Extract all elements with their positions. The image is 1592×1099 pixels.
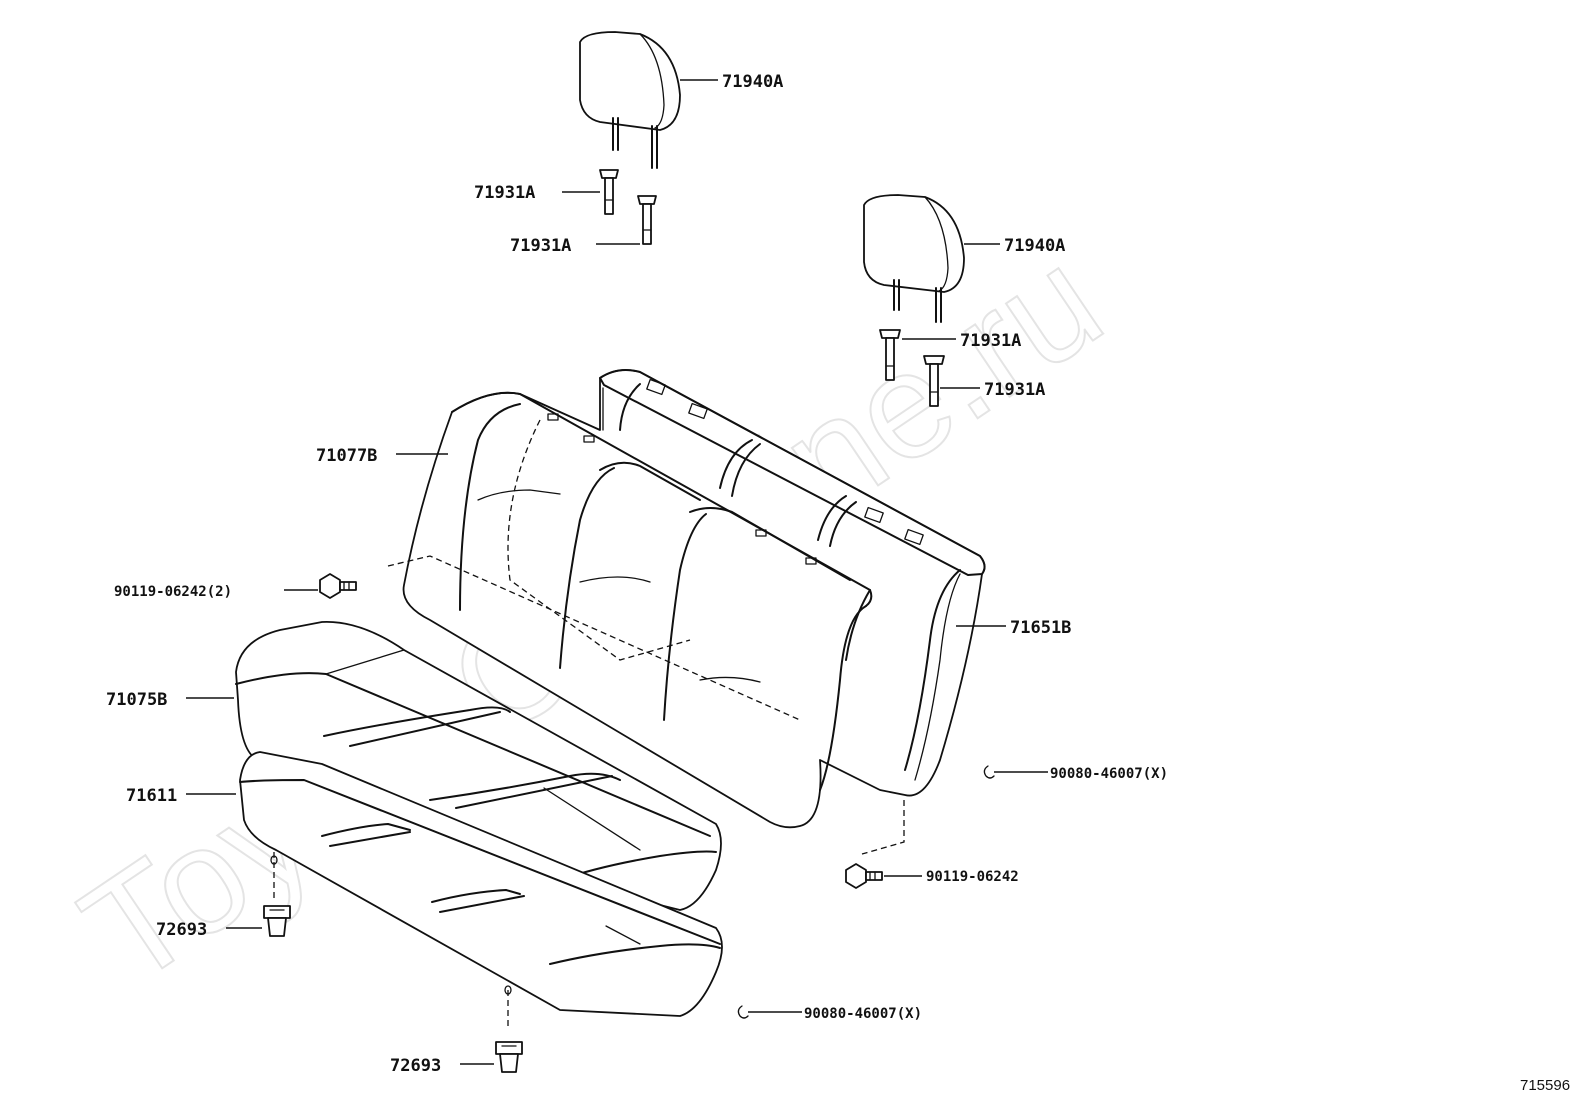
hog-ring-bottom[interactable]	[737, 1005, 749, 1019]
label-cushion-cover: 71075B	[106, 690, 167, 710]
label-headrest-right: 71940A	[1004, 236, 1065, 256]
label-bolt-right: 90119-06242	[926, 869, 1019, 885]
headrest-support-left-lower[interactable]	[637, 195, 657, 245]
label-support-right-lower: 71931A	[984, 380, 1045, 400]
bolt-left[interactable]	[319, 573, 357, 599]
headrest-right[interactable]	[863, 194, 965, 323]
label-cushion-pad: 71611	[126, 786, 177, 806]
seat-cushion-pad[interactable]	[239, 751, 723, 1017]
label-support-left-upper: 71931A	[474, 183, 535, 203]
clip-left[interactable]	[263, 905, 291, 937]
headrest-support-right-lower[interactable]	[923, 355, 945, 407]
seatback[interactable]	[402, 369, 986, 829]
figure-number: 715596	[1520, 1077, 1570, 1094]
label-hog-ring-right: 90080-46007(X)	[1050, 766, 1168, 782]
label-hog-ring-bottom: 90080-46007(X)	[804, 1006, 922, 1022]
clip-bottom[interactable]	[495, 1041, 523, 1073]
label-headrest-left: 71940A	[722, 72, 783, 92]
label-support-left-lower: 71931A	[510, 236, 571, 256]
label-seatback-assy: 71651B	[1010, 618, 1071, 638]
headrest-support-left-upper[interactable]	[599, 169, 619, 215]
headrest-support-right-upper[interactable]	[879, 329, 901, 381]
headrest-left[interactable]	[579, 31, 681, 169]
label-clip-left: 72693	[156, 920, 207, 940]
label-bolt-left: 90119-06242(2)	[114, 584, 232, 600]
label-seatback-cover: 71077B	[316, 446, 377, 466]
label-clip-bottom: 72693	[390, 1056, 441, 1076]
bolt-right[interactable]	[845, 863, 883, 889]
label-support-right-upper: 71931A	[960, 331, 1021, 351]
hog-ring-right[interactable]	[983, 765, 995, 779]
